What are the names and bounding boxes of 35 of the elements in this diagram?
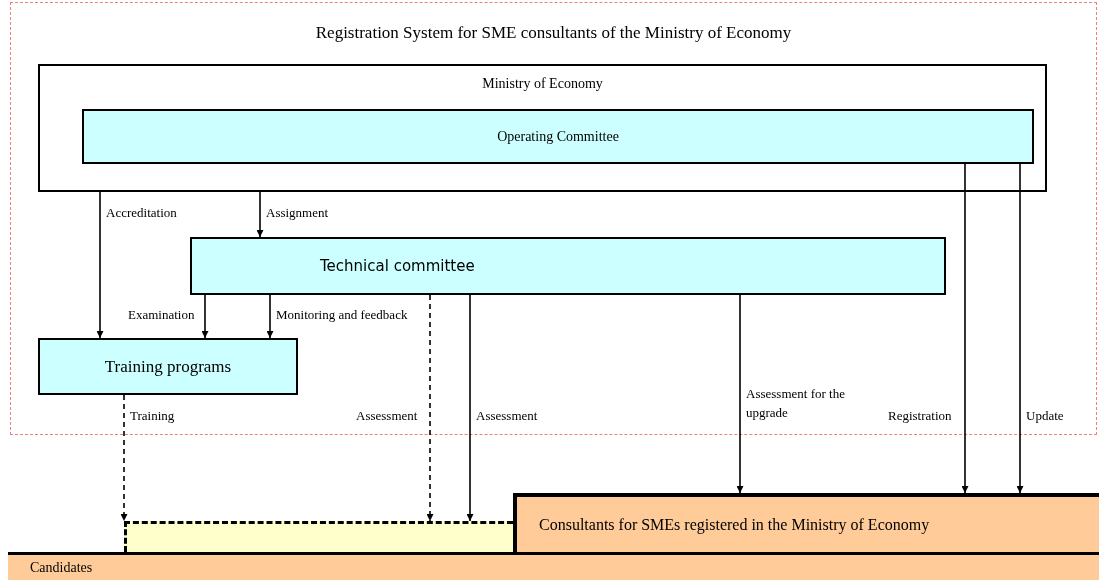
edge-label: Accreditation [106,204,177,222]
arrow [1016,162,1024,494]
edge-label: Assessment [476,407,538,425]
arrow [201,294,209,339]
node-label: Candidates [30,559,93,576]
edge-label: Examination [128,306,195,324]
committee-box [82,109,1034,164]
consultants-box [513,493,1099,552]
edge-label: Assessment [356,407,418,425]
edge-label: Monitoring and feedback [276,306,408,324]
system-frame [10,2,1097,435]
dashed-arrow [120,394,128,522]
node-label: Training programs [104,356,232,377]
candidates-band [8,552,1099,580]
training-candidates-box [124,521,513,552]
node-label: Operating Committee [497,128,619,145]
group-title: Registration System for SME consultants of the Ministry of Economy [315,23,792,43]
arrow [466,294,474,522]
edge-label: Registration [888,407,952,425]
edge-label: Training [130,407,175,425]
node-label: Technical committee [320,257,475,275]
group-title: Ministry of Economy [482,76,603,92]
arrow [256,191,264,238]
dashed-arrow [426,294,434,522]
edge-label: Assessment for the upgrade [746,385,846,422]
node-label: Consultants for SMEs registered in the Ministry of Economy [539,515,930,534]
edge-label: Update [1026,407,1064,425]
committee-box [190,237,946,295]
arrow [736,294,744,494]
arrow [96,191,104,339]
arrow [266,294,274,339]
program-box [38,338,298,395]
edge-label: Assignment [266,204,329,222]
arrow [961,162,969,494]
ministry-box [38,64,1047,192]
